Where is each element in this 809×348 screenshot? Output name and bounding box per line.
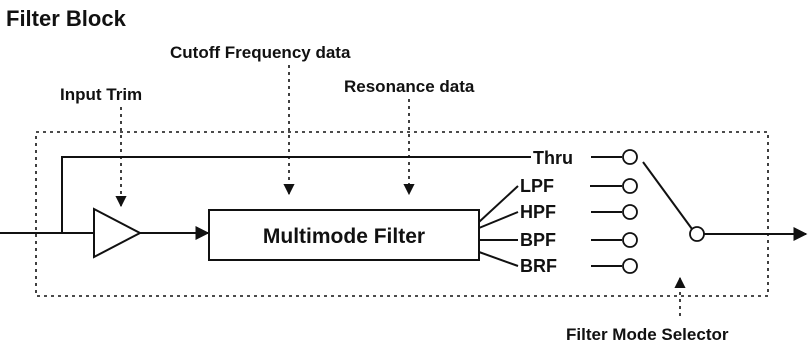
- terminal-lpf: [622, 178, 638, 194]
- branch-brf: [478, 251, 519, 267]
- mode-label-lpf: LPF: [520, 176, 554, 196]
- terminal-brf: [622, 258, 638, 274]
- resonance-label: Resonance data: [344, 77, 475, 96]
- branch-hpf: [478, 211, 519, 229]
- block-boundary: [35, 131, 769, 297]
- filter-mode-selector-label: Filter Mode Selector: [566, 325, 729, 344]
- cutoff-frequency-label: Cutoff Frequency data: [170, 43, 351, 62]
- terminal-hpf: [622, 204, 638, 220]
- mode-label-bpf: BPF: [520, 230, 556, 250]
- thru-bypass-line: [61, 156, 531, 233]
- selector-common-terminal: [689, 226, 705, 242]
- multimode-filter-label: Multimode Filter: [263, 225, 425, 248]
- multimode-filter-box: [208, 209, 480, 261]
- input-trim-label: Input Trim: [60, 85, 142, 104]
- input-trim-amplifier: [93, 207, 143, 259]
- branch-lpf: [478, 185, 519, 223]
- diagram-title: Filter Block: [6, 6, 127, 31]
- selector-switch-arm: [642, 161, 693, 230]
- terminal-thru: [622, 149, 638, 165]
- mode-label-thru: Thru: [533, 148, 573, 168]
- mode-label-brf: BRF: [520, 256, 557, 276]
- mode-label-hpf: HPF: [520, 202, 556, 222]
- terminal-bpf: [622, 232, 638, 248]
